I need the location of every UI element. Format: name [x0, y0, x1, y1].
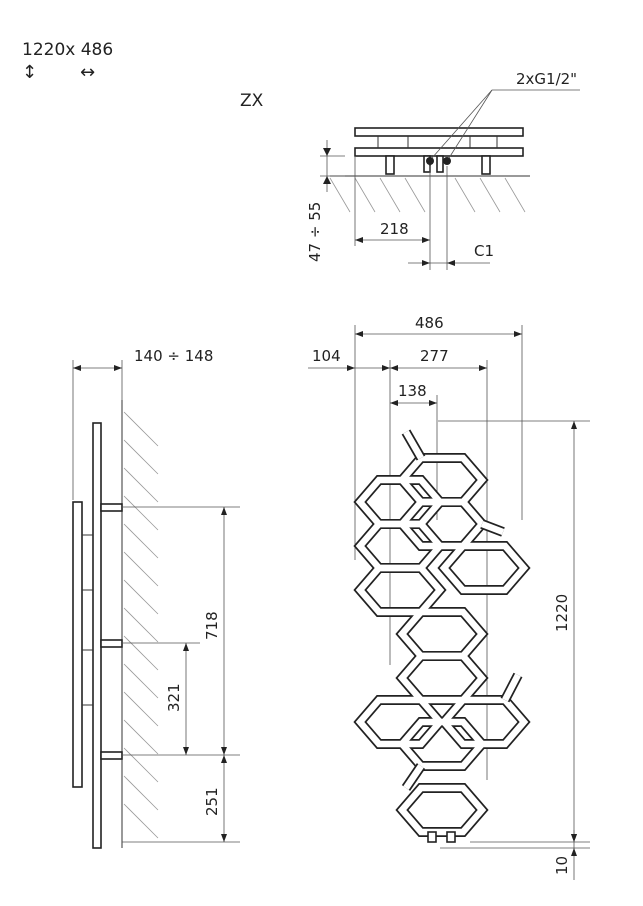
- lower-bracket-spacing: 321: [165, 683, 183, 712]
- model-code: ZX: [240, 91, 264, 111]
- side-view-front-column: [72, 501, 83, 788]
- side-view: 140 ÷ 148: [72, 347, 240, 849]
- top-view-rear-bar: [354, 147, 524, 157]
- c1-dimension: C1: [474, 242, 494, 260]
- cell-width: 138: [398, 382, 427, 400]
- side-view-rear-column: [92, 422, 102, 849]
- connection-right-icon: [443, 157, 451, 165]
- front-view: 486 104 277 138 1220 10: [308, 314, 590, 880]
- side-view-bracket-bottom: [100, 751, 123, 760]
- depth-range: 140 ÷ 148: [134, 347, 213, 365]
- total-height: 1220: [553, 594, 571, 632]
- side-view-bracket-top: [100, 503, 123, 512]
- total-width: 486: [415, 314, 444, 332]
- connection-left-icon: [426, 157, 434, 165]
- side-view-wall-hatch: [123, 411, 159, 839]
- top-view: 2xG1/2" 47 ÷ 55 218 C1: [306, 70, 580, 270]
- left-offset: 104: [312, 347, 341, 365]
- height-arrow-icon: ↕: [22, 62, 37, 83]
- bottom-bracket-height: 251: [203, 787, 221, 816]
- connection-size: 2xG1/2": [516, 70, 577, 88]
- size-label: 1220x 486: [22, 40, 113, 60]
- hexagon-radiator: [353, 429, 531, 843]
- top-view-bracket-right: [481, 155, 491, 175]
- pipe-spacing: 277: [420, 347, 449, 365]
- bracket-spacing: 718: [203, 611, 221, 640]
- top-view-front-bar: [354, 127, 524, 137]
- wall-distance-range: 47 ÷ 55: [306, 202, 324, 262]
- width-arrow-icon: ↔: [80, 62, 95, 83]
- top-view-bracket-left: [385, 155, 395, 175]
- side-view-bracket-middle: [100, 639, 123, 648]
- top-view-wall-hatch: [329, 177, 526, 213]
- offset-dimension: 218: [380, 220, 409, 238]
- floor-gap: 10: [553, 856, 571, 875]
